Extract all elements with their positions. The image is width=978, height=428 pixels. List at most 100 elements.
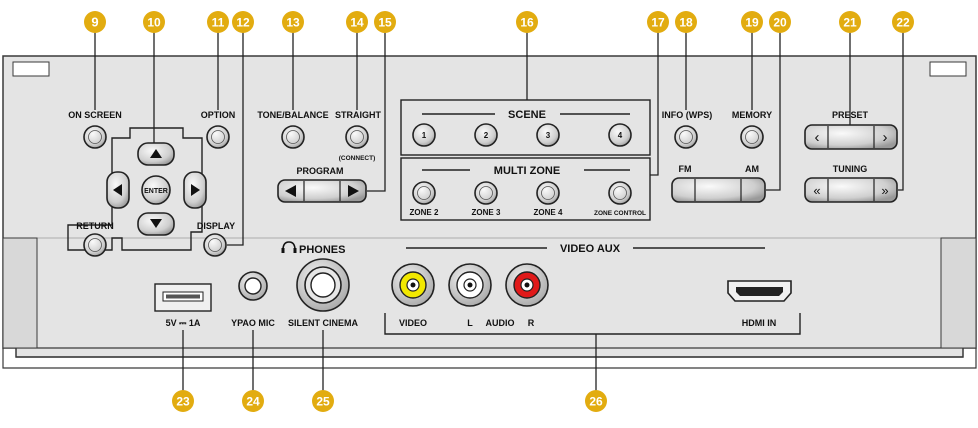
svg-text:25: 25 — [316, 395, 330, 409]
svg-text:13: 13 — [286, 16, 300, 30]
video-label: VIDEO — [399, 318, 427, 328]
on-screen-label: ON SCREEN — [68, 110, 122, 120]
preset-right-icon: › — [883, 129, 888, 146]
ypao-mic-label: YPAO MIC — [231, 318, 275, 328]
scene-4-label: 4 — [618, 131, 623, 140]
callout-21: 21 — [839, 11, 861, 33]
usb-port[interactable] — [154, 283, 212, 312]
zone-4-button[interactable] — [536, 181, 560, 205]
hdmi-port[interactable] — [727, 280, 792, 302]
controls: ON SCREEN — [67, 99, 898, 335]
phones-label: PHONES — [299, 244, 345, 256]
left-button[interactable] — [106, 171, 130, 209]
phones-jack[interactable] — [296, 258, 350, 312]
scene-group: SCENE 1 2 3 4 — [400, 99, 651, 156]
audio-l-label: L — [467, 318, 473, 328]
tone-balance-button[interactable] — [281, 125, 305, 149]
callout-11: 11 — [207, 11, 229, 33]
callout-15: 15 — [374, 11, 396, 33]
scene-2-label: 2 — [484, 131, 489, 140]
down-arrow-icon — [150, 219, 162, 228]
display-button[interactable] — [203, 233, 227, 257]
callout-14: 14 — [346, 11, 368, 33]
info-wps-label: INFO (WPS) — [662, 110, 713, 120]
scene-3-label: 3 — [546, 131, 551, 140]
scene-4-button[interactable]: 4 — [608, 123, 632, 147]
program-label: PROGRAM — [297, 166, 344, 176]
svg-text:9: 9 — [91, 15, 98, 30]
callout-17: 17 — [647, 11, 669, 33]
preset-rocker[interactable]: ‹ › — [804, 124, 898, 150]
audio-r-jack[interactable] — [505, 263, 549, 307]
callout-19: 19 — [741, 11, 763, 33]
memory-label: MEMORY — [732, 110, 772, 120]
option-button[interactable] — [206, 125, 230, 149]
callout-25: 25 — [312, 390, 334, 412]
on-screen-button[interactable] — [83, 125, 107, 149]
tuning-label: TUNING — [833, 164, 868, 174]
down-button[interactable] — [137, 212, 175, 236]
svg-text:22: 22 — [896, 16, 910, 30]
audio-r-label: R — [528, 318, 535, 328]
svg-text:10: 10 — [147, 16, 161, 30]
tuning-rocker[interactable]: « » — [804, 177, 898, 203]
up-button[interactable] — [137, 142, 175, 166]
scene-label: SCENE — [508, 109, 546, 121]
callout-12: 12 — [232, 11, 254, 33]
cursor-pad: ENTER — [67, 127, 207, 251]
program-left-icon — [285, 185, 296, 197]
return-button[interactable] — [83, 233, 107, 257]
zone-control-button[interactable] — [608, 181, 632, 205]
fm-am-rocker[interactable] — [671, 177, 766, 203]
hdmi-in-label: HDMI IN — [742, 318, 777, 328]
phones-heading: PHONES — [281, 241, 345, 256]
audio-label: AUDIO — [486, 318, 515, 328]
scene-2-button[interactable]: 2 — [474, 123, 498, 147]
return-label: RETURN — [76, 221, 114, 231]
memory-button[interactable] — [740, 125, 764, 149]
callout-26: 26 — [585, 390, 607, 412]
svg-text:16: 16 — [520, 16, 534, 30]
callout-22: 22 — [892, 11, 914, 33]
straight-button[interactable] — [345, 125, 369, 149]
svg-text:19: 19 — [745, 16, 759, 30]
program-right-icon — [348, 185, 359, 197]
usb-label: 5V ⎓ 1A — [166, 318, 201, 328]
option-label: OPTION — [201, 110, 236, 120]
zone-4-label: ZONE 4 — [534, 208, 563, 217]
enter-button[interactable]: ENTER — [141, 175, 171, 205]
enter-label: ENTER — [144, 188, 168, 195]
tuning-right-icon: » — [881, 183, 888, 198]
callout-badges: 9 10 11 12 13 14 15 16 17 18 19 20 21 22… — [84, 11, 914, 412]
callout-24: 24 — [242, 390, 264, 412]
svg-text:18: 18 — [679, 16, 693, 30]
callout-9: 9 — [84, 11, 106, 33]
zone-2-label: ZONE 2 — [410, 208, 439, 217]
info-wps-button[interactable] — [674, 125, 698, 149]
zone-2-button[interactable] — [412, 181, 436, 205]
zone-3-button[interactable] — [474, 181, 498, 205]
headphones-icon — [282, 241, 296, 251]
multi-zone-group: MULTI ZONE ZONE 2 ZONE 3 ZONE 4 ZONE CON… — [400, 157, 651, 221]
svg-text:23: 23 — [176, 395, 190, 409]
callout-23: 23 — [172, 390, 194, 412]
fm-label: FM — [679, 164, 692, 174]
preset-left-icon: ‹ — [815, 129, 820, 146]
ypao-mic-jack[interactable] — [238, 271, 268, 301]
audio-l-jack[interactable] — [448, 263, 492, 307]
video-jack[interactable] — [391, 263, 435, 307]
callout-18: 18 — [675, 11, 697, 33]
right-button[interactable] — [183, 171, 207, 209]
scene-1-button[interactable]: 1 — [412, 123, 436, 147]
svg-text:24: 24 — [246, 395, 260, 409]
zone-control-label: ZONE CONTROL — [594, 210, 646, 217]
program-rocker[interactable] — [277, 179, 367, 203]
svg-text:11: 11 — [212, 16, 225, 30]
zone-3-label: ZONE 3 — [472, 208, 501, 217]
svg-text:21: 21 — [843, 16, 857, 30]
scene-3-button[interactable]: 3 — [536, 123, 560, 147]
callout-13: 13 — [282, 11, 304, 33]
display-label: DISPLAY — [197, 221, 235, 231]
